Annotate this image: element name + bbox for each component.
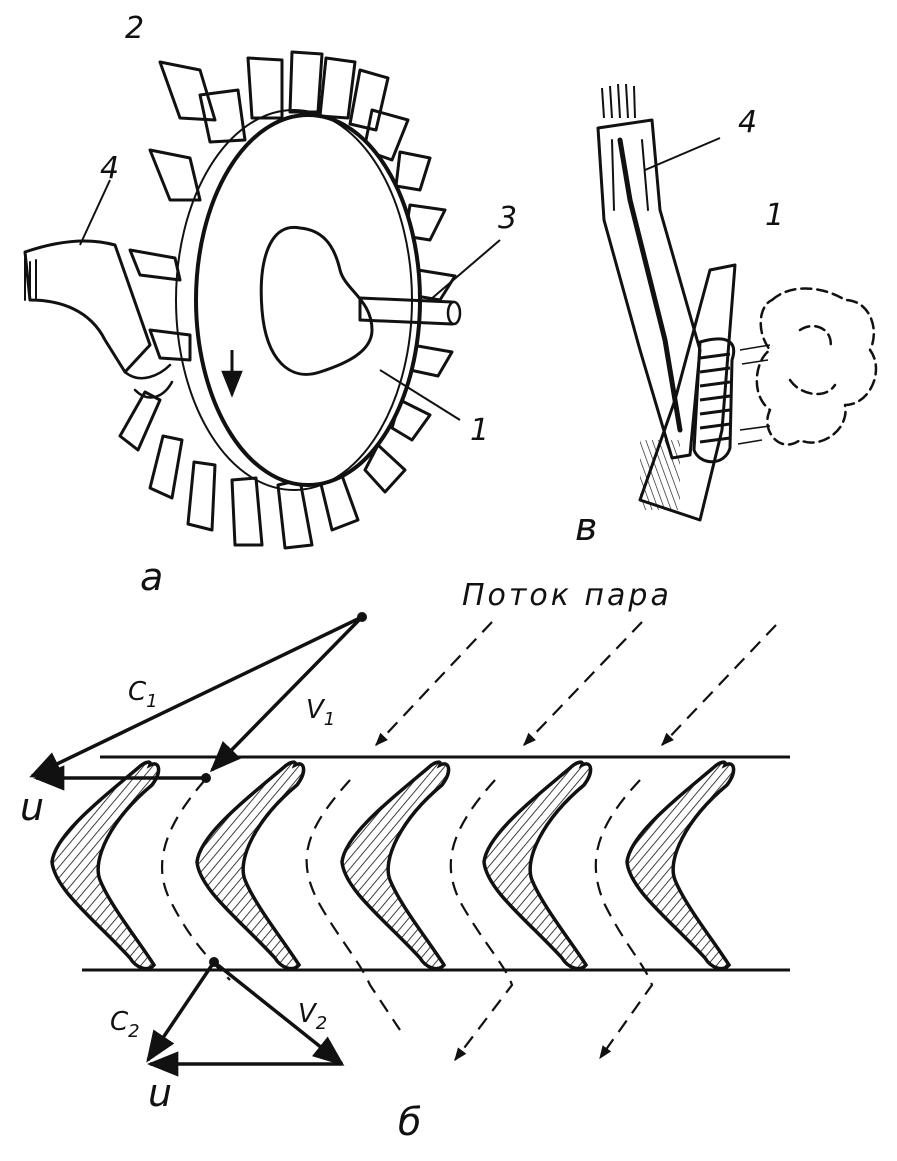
nozzle-detail-illustration: 4 1 в bbox=[575, 83, 878, 549]
blade-profiles bbox=[50, 760, 736, 971]
passage-flow-line-2 bbox=[305, 779, 401, 1031]
callout-1c: 1 bbox=[765, 198, 784, 233]
blade-profile-5 bbox=[625, 760, 736, 971]
callout-line-3 bbox=[429, 239, 501, 301]
nozzle-tube bbox=[596, 118, 702, 460]
steam-jet bbox=[692, 337, 735, 464]
flow-label: Поток пара bbox=[462, 578, 672, 613]
inlet-velocity-triangle: C1 V1 u bbox=[20, 612, 367, 829]
panel-label-a: а bbox=[140, 555, 163, 599]
vector-v2 bbox=[212, 960, 345, 1066]
outlet-velocity-triangle: C2 V2 u bbox=[110, 957, 345, 1115]
blade-profile-2 bbox=[195, 760, 306, 971]
label-u1: u bbox=[20, 785, 44, 829]
vector-v1 bbox=[209, 615, 364, 773]
steam-flow-lines bbox=[161, 621, 777, 1062]
blade-tip-hatched bbox=[640, 440, 680, 510]
callout-line-1 bbox=[379, 369, 461, 421]
inlet-flow-line-3 bbox=[661, 624, 777, 746]
callout-line-4 bbox=[79, 179, 111, 246]
blade-profile bbox=[638, 263, 737, 522]
disk-hub bbox=[259, 225, 374, 376]
label-v1: V1 bbox=[306, 695, 335, 730]
vector-c2 bbox=[146, 961, 216, 1063]
label-v2: V2 bbox=[298, 999, 327, 1034]
inlet-flow-line-1 bbox=[375, 621, 493, 746]
steam-cloud bbox=[755, 287, 878, 446]
passage-flow-line-3 bbox=[449, 779, 514, 1062]
inlet-flow-line-2 bbox=[523, 621, 643, 746]
callout-line-4c bbox=[644, 137, 721, 171]
blade-profile-3 bbox=[340, 760, 451, 971]
blade-cascade-diagram: Поток пара C1 V1 u bbox=[20, 578, 790, 1144]
passage-flow-line-4 bbox=[594, 779, 654, 1060]
panel-label-c: в bbox=[575, 505, 597, 549]
callout-4c: 4 bbox=[738, 105, 757, 140]
label-c1: C1 bbox=[128, 677, 158, 712]
callout-2: 2 bbox=[125, 11, 144, 46]
label-c2: C2 bbox=[110, 1007, 140, 1042]
panel-label-b: б bbox=[398, 1100, 421, 1144]
vector-c1 bbox=[29, 615, 363, 778]
steam-inlet-lines bbox=[601, 83, 636, 119]
callout-3: 3 bbox=[498, 201, 517, 236]
blade-profile-1 bbox=[50, 760, 161, 971]
blade-profile-4 bbox=[482, 760, 593, 971]
nozzle-block bbox=[23, 239, 152, 374]
callout-4a: 4 bbox=[100, 151, 119, 186]
callout-1a: 1 bbox=[470, 413, 489, 448]
label-u2: u bbox=[148, 1071, 172, 1115]
turbine-wheel-illustration: 2 4 3 1 а bbox=[23, 11, 517, 599]
